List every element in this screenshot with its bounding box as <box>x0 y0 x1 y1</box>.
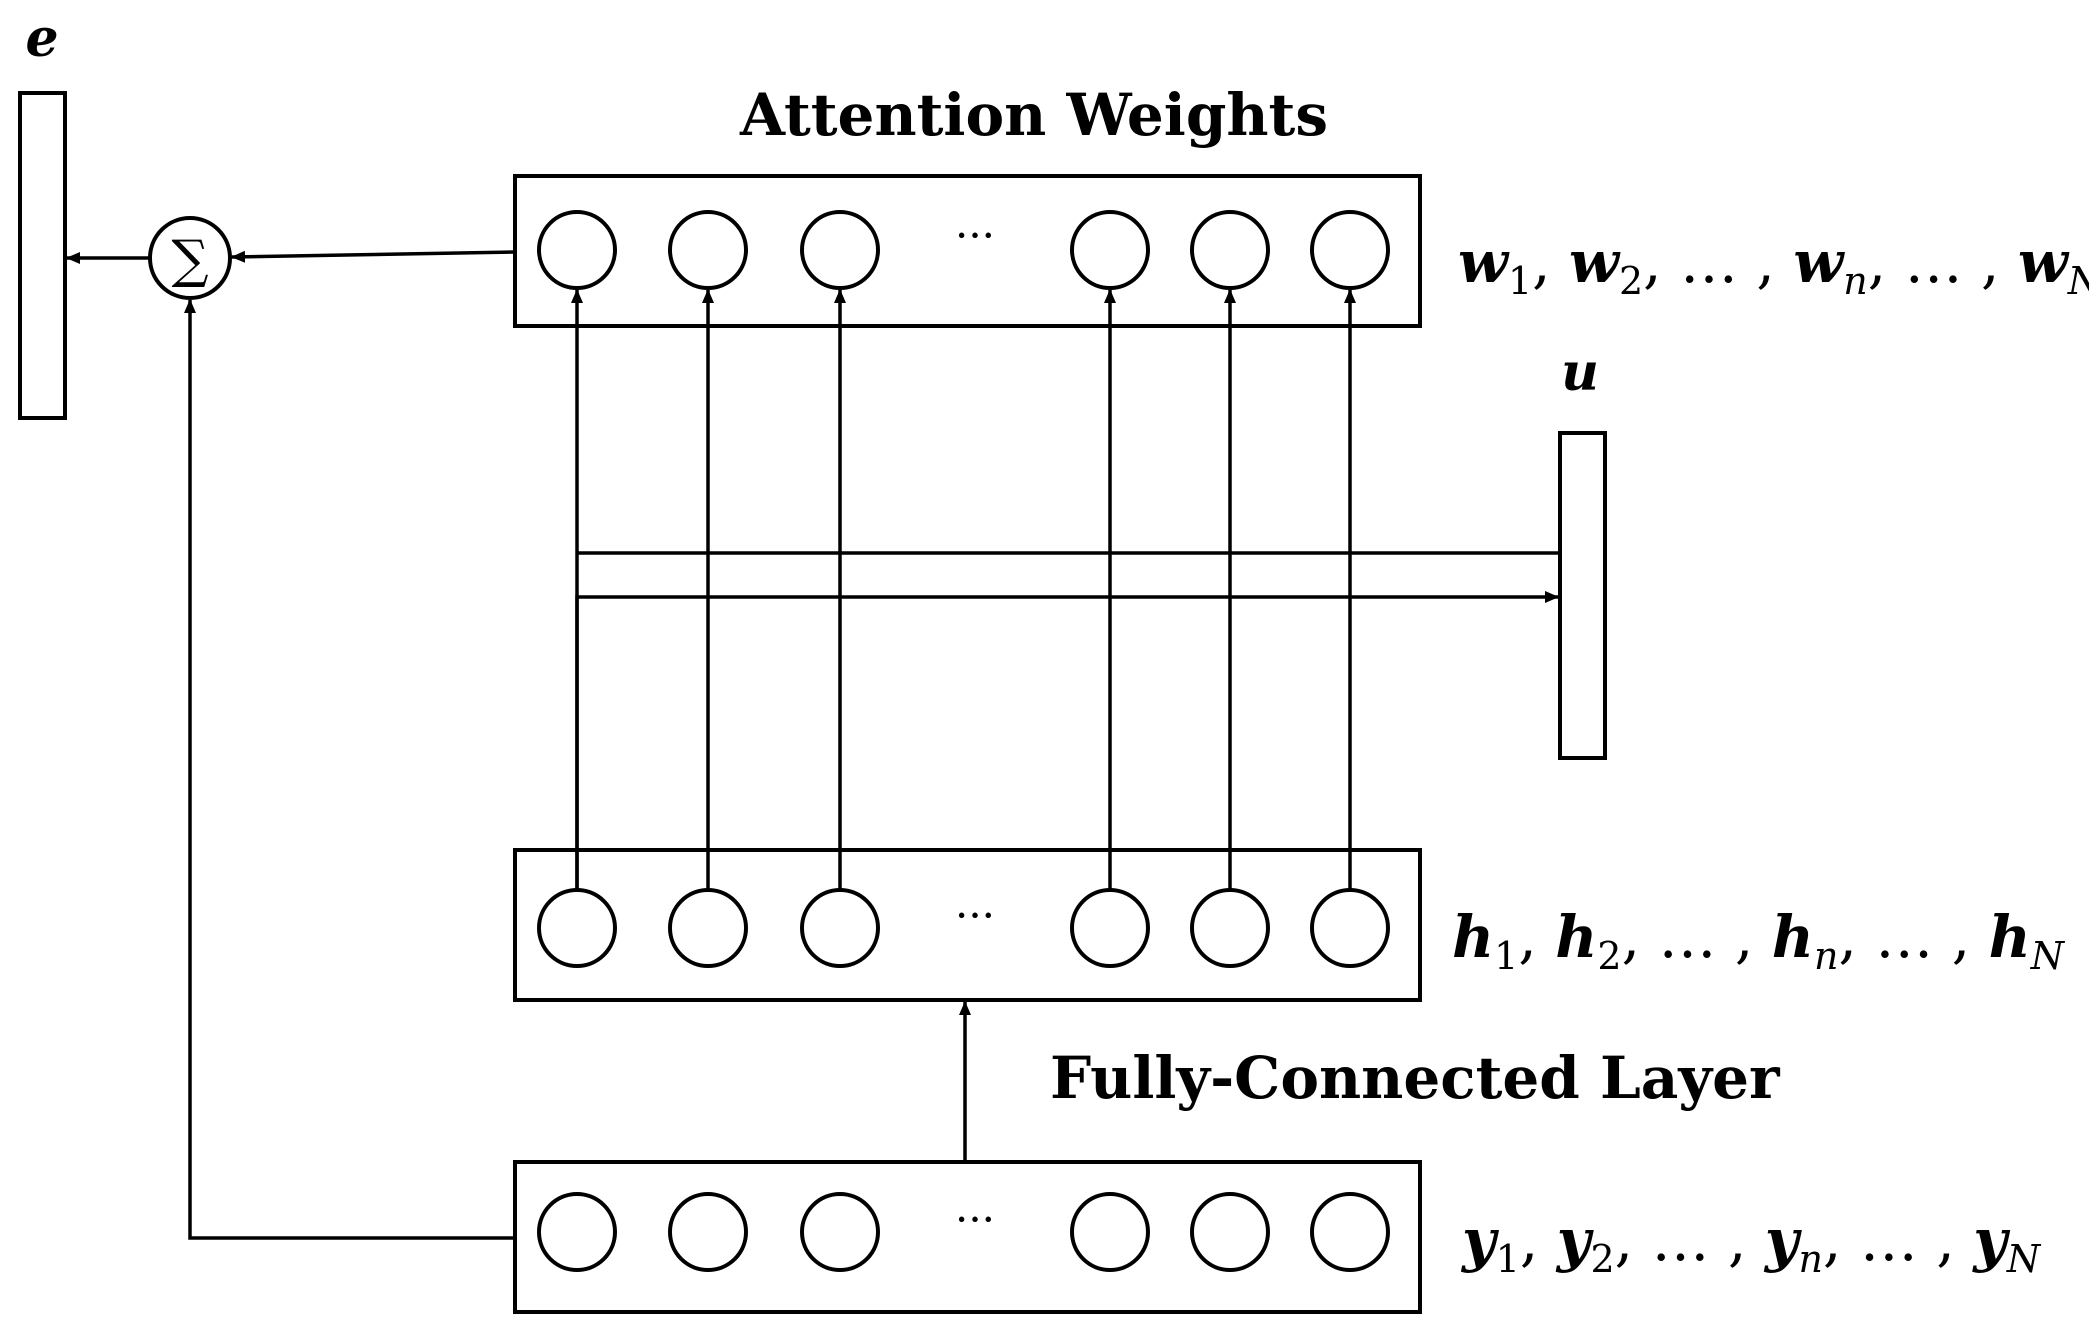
w-neuron <box>1310 210 1390 290</box>
w-neuron <box>1190 210 1270 290</box>
e-label: e <box>25 8 58 69</box>
y-neuron <box>1070 1192 1150 1272</box>
u-label: u <box>1561 342 1599 403</box>
e-vector <box>18 91 67 420</box>
w-to-sum-arrow <box>231 250 516 263</box>
connections <box>66 250 1560 1240</box>
w-row-label: w1, w2, … , wn, … , wN <box>1458 228 2089 303</box>
y-neuron <box>537 1192 617 1272</box>
w-neuron <box>668 210 748 290</box>
h-neuron <box>1190 888 1270 968</box>
attention-weights-layer <box>513 174 1422 328</box>
w-neuron <box>537 210 617 290</box>
y-ellipsis: ··· <box>955 1195 995 1244</box>
y-neuron <box>1190 1192 1270 1272</box>
h-to-u-arrow <box>575 591 1559 890</box>
y-neurons <box>537 1192 1390 1272</box>
sum-icon: ∑ <box>171 230 208 290</box>
h-ellipsis: ··· <box>955 891 995 940</box>
w-ellipsis: ··· <box>955 211 995 260</box>
y-row-label: y1, y2, … , yn, … , yN <box>1460 1206 2042 1281</box>
y-neuron <box>668 1192 748 1272</box>
h-neuron <box>537 888 617 968</box>
u-vector <box>1558 431 1607 760</box>
fully-connected-layer-label: Fully-Connected Layer <box>1050 1044 1781 1112</box>
y-to-sum-arrow <box>184 299 515 1240</box>
hidden-layer <box>513 848 1422 1002</box>
h-neuron <box>1070 888 1150 968</box>
w-neuron <box>1070 210 1150 290</box>
h-neuron <box>668 888 748 968</box>
h-row-label: h1, h2, … , hn, … , hN <box>1452 903 2066 978</box>
w-neuron <box>800 210 880 290</box>
y-neuron <box>1310 1192 1390 1272</box>
w-neurons <box>537 210 1390 290</box>
attention-weights-label: Attention Weights <box>739 81 1328 149</box>
h-neuron <box>800 888 880 968</box>
y-neuron <box>800 1192 880 1272</box>
h-neuron <box>1310 888 1390 968</box>
